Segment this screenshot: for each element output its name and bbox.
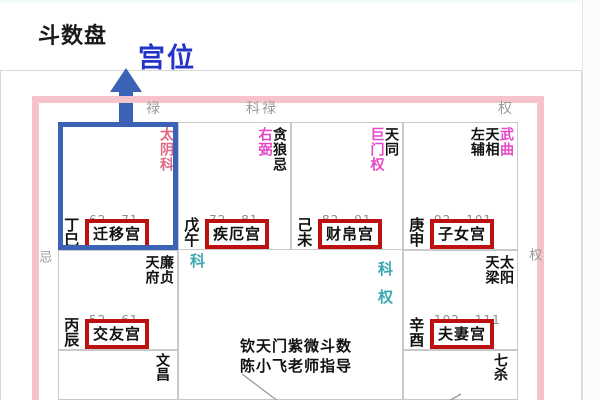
star-name: 天同 (383, 127, 398, 172)
chart-center-caption: 钦天门紫微斗数 陈小飞老师指导 (196, 336, 396, 377)
transform-marker-top-3: 权 (498, 98, 514, 118)
palace-cell-3[interactable]: 武曲 天相 左辅 庚申 92 - 101 子女宫 (403, 122, 518, 250)
star-name: 天相 (484, 127, 499, 157)
caption-line-1: 钦天门紫微斗数 (196, 336, 396, 356)
stem-branch: 庚申 (408, 217, 423, 247)
page-top-edge (0, 0, 582, 3)
transform-marker-right-1: 权 (526, 248, 540, 261)
palace-stars: 天同 巨门权 (369, 127, 398, 172)
stem-branch: 己未 (296, 217, 311, 247)
transform-marker-top-1: 禄 (146, 98, 162, 118)
star-name: 武曲 (498, 127, 513, 157)
star-name: 右弼 (257, 127, 272, 172)
palace-highlight-box (58, 122, 178, 250)
palace-stars: 贪狼忌 右弼 (257, 127, 286, 172)
star-name: 巨门权 (369, 127, 384, 172)
transform-marker-top-2: 科禄 (246, 98, 278, 118)
transform-marker-inner-1: 科 (190, 250, 205, 271)
palace-connection-lines (116, 244, 576, 400)
transform-marker-inner-3: 权 (378, 286, 393, 307)
stem-branch: 戊午 (183, 217, 198, 247)
palace-cell-2[interactable]: 天同 巨门权 己未 82 - 91 财帛宫 (291, 122, 403, 250)
palace-cell-1[interactable]: 贪狼忌 右弼 戊午 72 - 81 疾厄宫 (178, 122, 291, 250)
star-name: 左辅 (469, 127, 484, 157)
page-title: 斗数盘 (38, 18, 107, 50)
transform-marker-left-1: 忌 (36, 250, 50, 263)
caption-line-2: 陈小飞老师指导 (196, 356, 396, 376)
star-name: 贪狼忌 (271, 127, 286, 172)
page-right-margin (582, 0, 600, 400)
stem-branch: 丙辰 (63, 317, 78, 347)
palace-stars: 武曲 天相 左辅 (469, 127, 513, 157)
transform-marker-inner-2: 科 (378, 258, 393, 279)
